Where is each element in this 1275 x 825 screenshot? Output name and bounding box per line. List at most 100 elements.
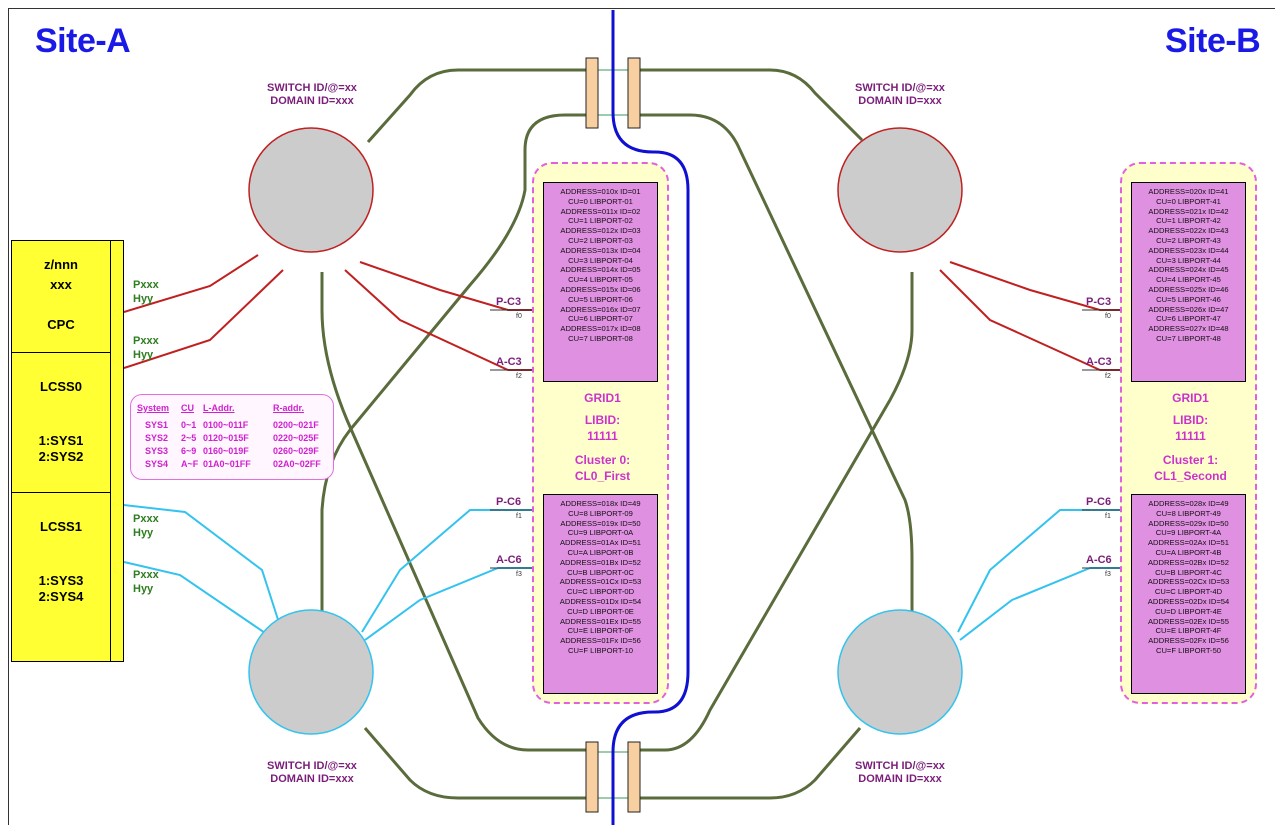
switch-b-top [837,127,963,253]
address-line: ADDRESS=02Dx ID=54 [1147,596,1230,606]
address-line: CU=8 LIBPORT-49 [1156,508,1221,518]
isl-b-top-inner [640,113,914,612]
address-line: CU=E LIBPORT-0F [567,626,634,636]
address-line: CU=F LIBPORT-50 [1155,645,1222,655]
cpc-channel-strip [111,240,124,662]
isl-links [320,68,914,800]
address-line: ADDRESS=012x ID=03 [560,226,641,236]
address-line: ADDRESS=029x ID=50 [1148,518,1229,528]
grid-name: GRID1 [1172,391,1209,405]
address-line: CU=8 LIBPORT-09 [568,508,633,518]
table-cell: 0220~025F [273,433,319,443]
isl-b-bottom-outer [640,727,862,800]
address-line: ADDRESS=026x ID=47 [1148,304,1229,314]
switch-a-top-label: SWITCH ID/@=xx DOMAIN ID=xxx [212,82,412,108]
switch-a-bottom [248,609,374,735]
address-line: ADDRESS=02Bx ID=52 [1147,557,1230,567]
cluster-name: CL1_Second [1154,469,1227,483]
address-line: CU=9 LIBPORT-4A [1155,528,1222,538]
isl-b-left-vert [640,272,914,752]
header-cu: CU [181,403,194,413]
address-line: ADDRESS=015x ID=06 [560,284,641,294]
address-line: ADDRESS=01Dx ID=54 [559,596,642,606]
table-cell: SYS2 [145,433,169,443]
address-line: CU=A LIBPORT-0B [567,547,634,557]
port-sub: f3 [516,571,522,578]
chpid-p: Pxxx [133,569,159,581]
system-address-table: System CU L-Addr. R-addr. SYS1 0~1 0100~… [130,394,334,480]
table-cell: SYS1 [145,420,169,430]
header-r-addr: R-addr. [273,403,305,413]
domain-id-text: DOMAIN ID=xxx [858,95,942,107]
chpid-label: Pxxx Hyy [133,568,159,596]
address-line: CU=5 LIBPORT-46 [1156,294,1221,304]
port-sub: f0 [1105,313,1111,320]
address-line: ADDRESS=022x ID=43 [1148,226,1229,236]
lcss1-sys1: 1:SYS3 [38,573,84,588]
address-line: ADDRESS=02Cx ID=53 [1147,577,1230,587]
switch-id-text: SWITCH ID/@=xx [855,82,945,94]
address-line: ADDRESS=019x ID=50 [560,518,641,528]
chpid-h: Hyy [133,293,154,305]
address-line: CU=E LIBPORT-4F [1155,626,1222,636]
cyan-link-a-3 [361,509,535,633]
port-label: P-C3 [496,296,522,308]
port-label: A-C6 [496,554,522,566]
cpc-section: z/nnn xxx CPC [12,241,110,353]
libid-value: 11111 [1175,429,1206,443]
header-system: System [137,403,170,413]
address-line: ADDRESS=011x ID=02 [560,206,641,216]
address-line: ADDRESS=020x ID=41 [1148,187,1229,196]
port-label: P-C6 [1086,496,1112,508]
table-cell: A~F [181,459,199,469]
cluster-name: CL0_First [574,469,631,483]
cpc-name: CPC [47,317,75,332]
lcss0-label: LCSS0 [40,379,82,394]
switch-a-top [248,127,374,253]
address-line: ADDRESS=01Fx ID=56 [560,636,641,646]
address-line: CU=C LIBPORT-0D [566,587,635,597]
cluster-label: Cluster 0: [574,453,631,467]
address-line: ADDRESS=025x ID=46 [1148,284,1229,294]
table-cell: 01A0~01FF [203,459,251,469]
address-line: CU=3 LIBPORT-04 [568,255,633,265]
port-sub: f2 [516,373,522,380]
address-line: CU=D LIBPORT-4E [1155,606,1222,616]
connector-top-right [627,57,641,129]
switch-id-text: SWITCH ID/@=xx [267,82,357,94]
site-a-title: Site-A [35,22,131,60]
address-line: CU=4 LIBPORT-05 [568,275,633,285]
isl-a-top-outer [366,68,588,143]
switch-b-top-label: SWITCH ID/@=xx DOMAIN ID=xxx [800,82,1000,108]
table-cell: 0100~011F [203,420,249,430]
chpid-p: Pxxx [133,513,159,525]
port-sub: f2 [1105,373,1111,380]
table-cell: 6~9 [181,446,197,456]
header-l-addr: L-Addr. [203,403,235,413]
switch-b-bottom [837,609,963,735]
address-line: ADDRESS=010x ID=01 [560,187,641,196]
chpid-label: Pxxx Hyy [133,278,159,306]
address-line: CU=F LIBPORT-10 [567,645,634,655]
table-cell: 0~1 [181,420,197,430]
chpid-p: Pxxx [133,335,159,347]
switch-a-bottom-label: SWITCH ID/@=xx DOMAIN ID=xxx [212,760,412,786]
chpid-label: Pxxx Hyy [133,512,159,540]
cyan-link-a-2 [123,561,269,636]
chpid-label: Pxxx Hyy [133,334,159,362]
cpc-model: z/nnn [44,257,78,272]
address-line: CU=4 LIBPORT-45 [1156,275,1221,285]
connector-bottom-right [627,741,641,813]
table-cell: 2~5 [181,433,197,443]
address-line: ADDRESS=01Bx ID=52 [559,557,642,567]
address-line: CU=2 LIBPORT-03 [568,235,633,245]
switch-b-bottom-label: SWITCH ID/@=xx DOMAIN ID=xxx [800,760,1000,786]
port-label: A-C3 [1086,356,1112,368]
port-label: P-C6 [496,496,522,508]
address-line: ADDRESS=021x ID=42 [1148,206,1229,216]
